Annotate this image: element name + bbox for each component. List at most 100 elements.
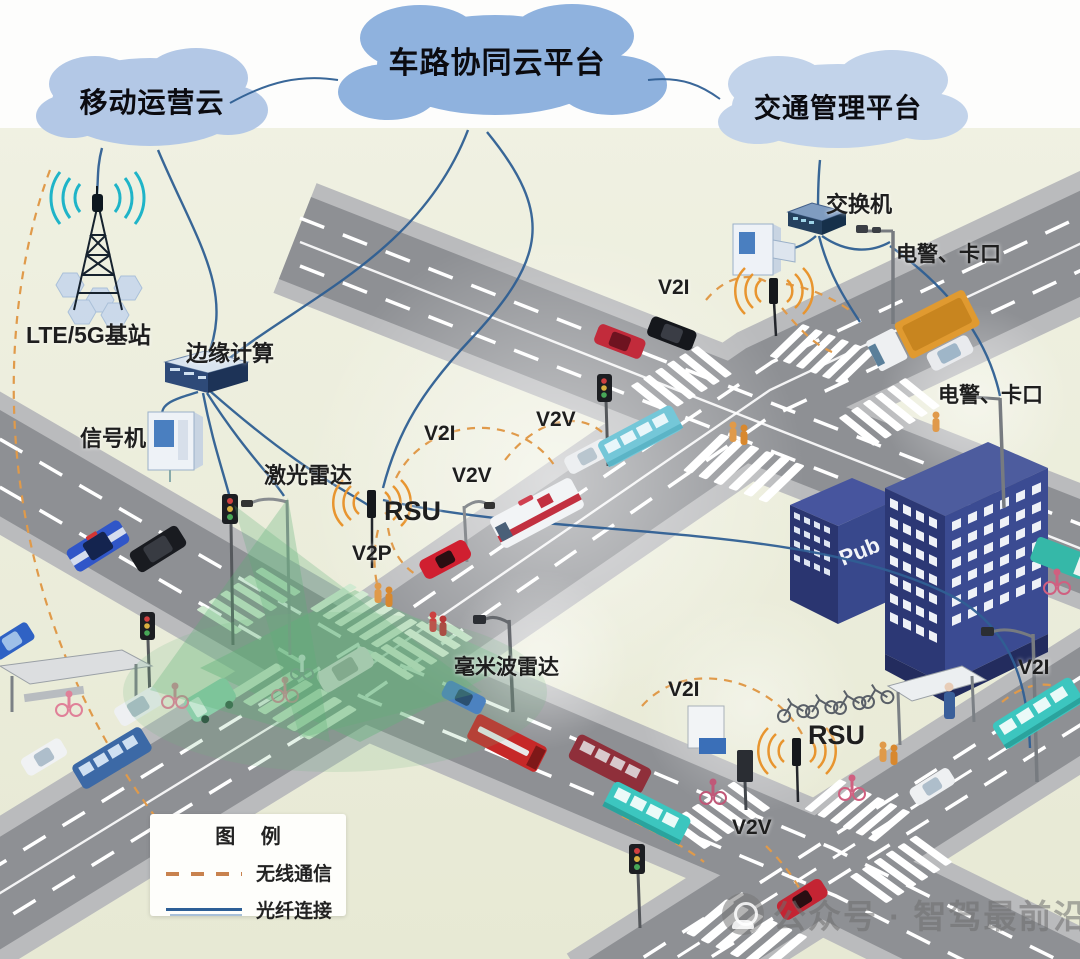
watermark-text: 公众号 · 智驾最前沿 (773, 898, 1080, 935)
vehicle-white-sedan-2 (20, 738, 68, 776)
edge-computing-label: 边缘计算 (186, 341, 275, 366)
traffic-light-icon (629, 844, 645, 929)
lte-5g-tower-icon (49, 171, 146, 328)
cyclist-icon (271, 676, 299, 703)
cloud-v2x-platform-label: 车路协同云平台 (388, 47, 606, 80)
vehicle-white-sedan (114, 686, 163, 726)
radio-waves-teal-icon (49, 171, 146, 225)
vehicle-white-car-br (909, 768, 955, 805)
v2v-mid-upper-label: V2V (536, 408, 576, 431)
rsu-1-label: RSU (384, 496, 442, 526)
pedestrian-icon (385, 586, 393, 607)
rsu-antenna-topright-icon (734, 267, 814, 337)
lidar-coverage-cones (123, 498, 547, 772)
v2i-mid-label: V2I (424, 422, 456, 445)
bus-shelter-left (0, 649, 154, 712)
vehicle-teal-bus-bottom (602, 781, 691, 845)
building-pub: Pub (790, 478, 900, 624)
signal-controller-cabinet (147, 411, 203, 482)
vehicle-green-minivan (184, 678, 236, 724)
pedestrian-icon (429, 611, 437, 632)
pedestrian-icon (890, 744, 898, 765)
halo (640, 595, 860, 815)
cyclist-icon (838, 774, 866, 801)
wireless-line-swatch (166, 871, 242, 876)
cyclist-icon (699, 778, 727, 805)
vehicle-ambulance (490, 478, 584, 548)
vehicle-black-suv (129, 525, 187, 573)
v2v-bottom-label: V2V (732, 816, 772, 839)
legend-title: 图 例 (215, 826, 291, 848)
mmwave-radar-label: 毫米波雷达 (454, 656, 559, 679)
legend-item-fiber: 光纤连接 (166, 896, 346, 923)
legend-item-wireless: 无线通信 (166, 859, 346, 886)
vehicle-fire-truck (467, 714, 547, 772)
vehicles (0, 290, 1080, 920)
lte-base-station-label: LTE/5G基站 (26, 322, 151, 348)
vehicle-red-car-bottom (776, 879, 828, 920)
vehicle-teal-bus-mid (598, 405, 684, 468)
vehicle-teal-bus-right (992, 677, 1080, 750)
halo (305, 230, 805, 730)
cloud-traffic-mgmt-icon (718, 50, 968, 148)
cloud-mobile-operator-icon (36, 48, 268, 146)
pedestrian-icon (439, 615, 447, 636)
switch-label: 交换机 (826, 192, 893, 217)
v2v-mid-lower-label: V2V (452, 464, 492, 487)
vehicle-blue-car (0, 622, 35, 660)
vehicle-teal-truck-right (1030, 536, 1080, 580)
cyclist-icon (55, 690, 83, 717)
roadside-sign-bottom (687, 705, 753, 811)
halo (880, 305, 1070, 495)
v2p-label: V2P (352, 542, 392, 565)
street-lamp-lidar-pole (241, 497, 292, 656)
wechat-account-icon (722, 893, 764, 935)
pedestrians-and-riders (55, 411, 1071, 805)
motorcyclist-icon (290, 654, 314, 680)
pedestrian-icon (374, 582, 382, 603)
rsu-antenna-2-icon (757, 727, 837, 803)
v2i-bottom-label: V2I (668, 678, 700, 701)
pedestrian-icon (879, 741, 887, 762)
cloud-v2x-platform-icon (338, 4, 667, 120)
camera-pole-epolice-2 (964, 391, 1006, 509)
mmwave-radar-pole (473, 615, 515, 713)
cloud-traffic-mgmt-label: 交通管理平台 (754, 93, 922, 124)
camera-pole-epolice-1 (856, 225, 895, 324)
network-switch-device (786, 202, 848, 235)
v2i-bottom-right-label: V2I (1018, 656, 1050, 679)
vehicle-blue-car-south (441, 680, 486, 715)
traffic-light-icon (222, 494, 238, 646)
parked-bicycles (777, 684, 895, 723)
vehicle-silver-car-intersection (316, 646, 374, 692)
cloud-mobile-operator-label: 移动运营云 (79, 87, 225, 118)
rsu-2-label: RSU (808, 720, 866, 750)
edge-computing-device (163, 350, 250, 393)
cyclist-icon (161, 682, 189, 709)
pedestrian-icon (932, 411, 940, 432)
watermark: 公众号 · 智驾最前沿 (722, 890, 1080, 938)
pedestrian-icon (729, 421, 737, 442)
rsu-antenna-1-icon (332, 479, 412, 568)
vehicle-blue-bus (72, 727, 152, 789)
epolice-checkpoint-2-label: 电警、卡口 (938, 384, 1043, 407)
vehicle-dump-truck (866, 290, 980, 372)
vehicle-dark-red-bus (568, 734, 652, 794)
v2i-top-label: V2I (658, 276, 690, 299)
vehicle-white-minivan (926, 335, 974, 371)
bus-shelter-bottom-right (886, 665, 988, 746)
wireless-links (12, 169, 1067, 899)
vehicle-red-sports-car (419, 540, 472, 579)
vehicle-black-car-top (647, 316, 697, 351)
epolice-checkpoint-1-label: 电警、卡口 (896, 243, 1001, 266)
lidar-label: 激光雷达 (264, 463, 353, 488)
cyclist-icon (1043, 568, 1071, 595)
pedestrian-icon (740, 424, 748, 445)
vehicle-red-car-top (594, 324, 646, 359)
vehicle-police-car (66, 520, 130, 572)
fiber-line-swatch (166, 908, 242, 916)
signal-controller-label: 信号机 (80, 426, 147, 451)
legend: 图 例 无线通信 光纤连接 (150, 814, 346, 922)
